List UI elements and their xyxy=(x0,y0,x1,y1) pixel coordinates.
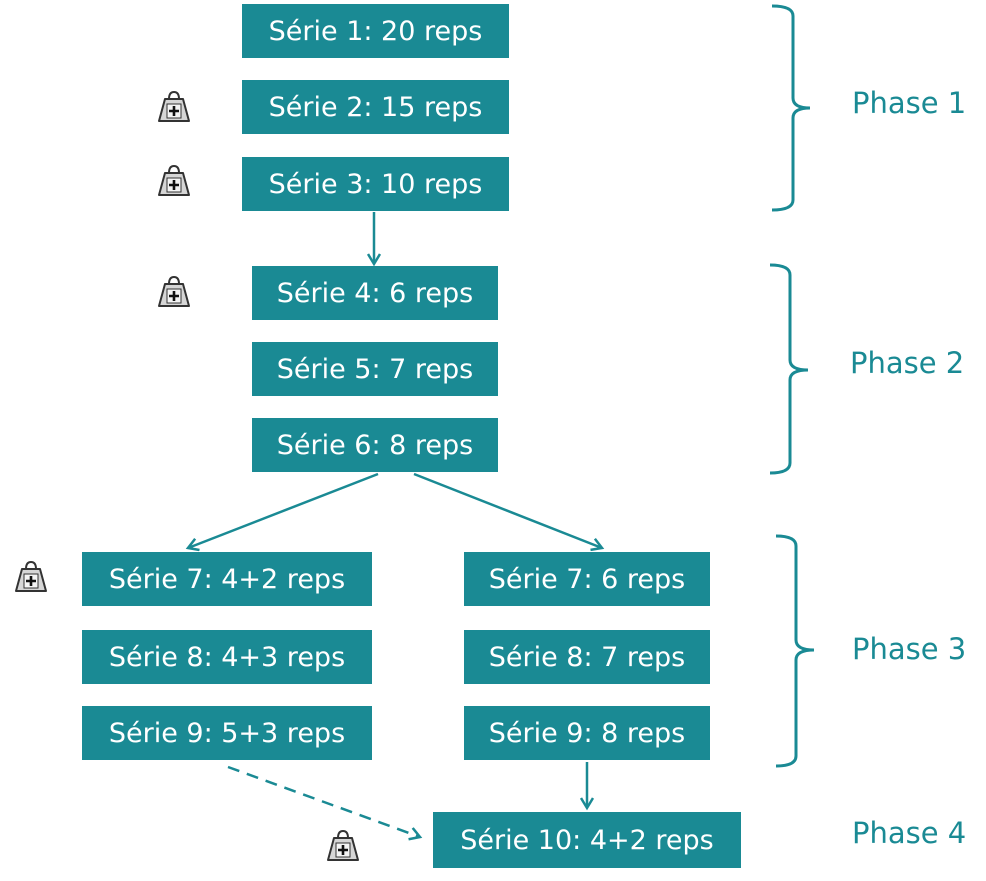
brace-phase-2 xyxy=(769,263,809,475)
series-8-right-box: Série 8: 7 reps xyxy=(464,630,710,684)
series-9-right-box: Série 9: 8 reps xyxy=(464,706,710,760)
series-2-box: Série 2: 15 reps xyxy=(242,80,509,134)
series-8-left-box: Série 8: 4+3 reps xyxy=(82,630,372,684)
series-7-right-box: Série 7: 6 reps xyxy=(464,552,710,606)
weight-plus-icon xyxy=(158,275,190,307)
phase-4-label: Phase 4 xyxy=(852,816,967,850)
series-9-left-box: Série 9: 5+3 reps xyxy=(82,706,372,760)
dashed-arrow-s9a-to-s10 xyxy=(227,765,420,837)
weight-plus-icon xyxy=(327,829,359,861)
brace-phase-3 xyxy=(775,534,815,768)
arrow-s6-to-s7a xyxy=(188,472,379,548)
brace-phase-1 xyxy=(771,4,811,212)
series-3-box: Série 3: 10 reps xyxy=(242,157,509,211)
series-5-box: Série 5: 7 reps xyxy=(252,342,498,396)
weight-plus-icon xyxy=(158,164,190,196)
series-10-box: Série 10: 4+2 reps xyxy=(433,812,741,868)
phase-3-label: Phase 3 xyxy=(852,632,967,666)
series-6-box: Série 6: 8 reps xyxy=(252,418,498,472)
series-4-box: Série 4: 6 reps xyxy=(252,266,498,320)
series-7-left-box: Série 7: 4+2 reps xyxy=(82,552,372,606)
series-1-box: Série 1: 20 reps xyxy=(242,4,509,58)
phase-2-label: Phase 2 xyxy=(850,346,965,380)
weight-plus-icon xyxy=(15,560,47,592)
arrow-s6-to-s7b xyxy=(413,472,602,548)
weight-plus-icon xyxy=(158,90,190,122)
phase-1-label: Phase 1 xyxy=(852,86,967,120)
